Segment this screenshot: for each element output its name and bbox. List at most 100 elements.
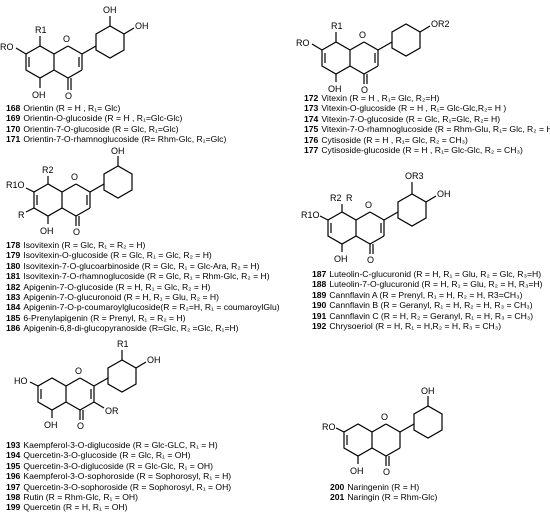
ring-c-bond bbox=[369, 211, 385, 221]
ring-c-bond bbox=[75, 207, 91, 217]
aryl-bond bbox=[377, 41, 393, 51]
ring-c-bond bbox=[61, 207, 77, 217]
label-ro: RO bbox=[322, 422, 336, 432]
label-carbonyl-oxygen: O bbox=[367, 255, 374, 265]
substituent-bond bbox=[29, 381, 39, 387]
label-ring-oxygen: O bbox=[381, 412, 388, 422]
label-oh: OH bbox=[135, 21, 149, 31]
substituent-bond bbox=[319, 215, 329, 221]
label-ho: HO bbox=[14, 376, 28, 386]
substituent-bond bbox=[15, 47, 27, 55]
label-ring-oxygen: O bbox=[365, 200, 372, 210]
ring-c-bond bbox=[385, 447, 401, 457]
ring-a bbox=[321, 41, 351, 75]
ring-c-bond bbox=[349, 41, 365, 51]
ring-c-bond bbox=[355, 211, 371, 221]
ring-c-bond bbox=[61, 183, 77, 193]
ring-c-bond bbox=[53, 45, 69, 55]
structure-kaempferol-quercetin: R1 OH HO O O OH OR bbox=[8, 336, 188, 436]
structure-vitexin: R1 RO O O OH OR2 bbox=[296, 6, 480, 96]
label-carbonyl-oxygen: O bbox=[383, 467, 390, 477]
substituent-bond bbox=[25, 207, 35, 213]
ring-c-bond bbox=[53, 69, 69, 79]
ring-a bbox=[343, 423, 373, 457]
label-r2: R2 bbox=[42, 165, 54, 175]
aryl-bond bbox=[399, 423, 415, 433]
ring-c-bond bbox=[65, 377, 81, 387]
label-oh: OH bbox=[111, 146, 125, 156]
ring-a bbox=[37, 377, 67, 411]
label-ro: RO bbox=[296, 38, 310, 48]
ring-c-bond bbox=[385, 423, 401, 433]
ring-b bbox=[107, 359, 137, 393]
ring-b bbox=[103, 165, 133, 199]
substituent-bond bbox=[335, 427, 345, 433]
label-oh: OH bbox=[350, 466, 364, 476]
substituent-bond bbox=[123, 27, 135, 35]
ring-c-bond bbox=[355, 235, 371, 245]
label-or3: OR3 bbox=[405, 171, 424, 181]
label-carbonyl-oxygen: O bbox=[73, 227, 80, 237]
label-or: OR bbox=[105, 406, 119, 416]
label-or2: OR2 bbox=[431, 19, 450, 29]
label-oh: OH bbox=[40, 226, 54, 236]
label-oh: OH bbox=[437, 189, 451, 199]
label-oh: OH bbox=[334, 254, 348, 264]
structure-naringenin: OH RO O O OH bbox=[318, 386, 488, 478]
label-carbonyl-oxygen: O bbox=[361, 85, 368, 95]
ring-c-bond bbox=[371, 447, 387, 457]
aryl-bond bbox=[383, 211, 399, 221]
ring-c-bond bbox=[349, 65, 365, 75]
label-r1o: R1O bbox=[6, 180, 25, 190]
ring-c-bond bbox=[363, 41, 379, 51]
substituent-bond bbox=[25, 187, 35, 193]
label-oh: OH bbox=[103, 5, 117, 15]
ring-c-bond bbox=[65, 401, 81, 411]
label-r2: R2 bbox=[330, 193, 342, 203]
label-r1: R1 bbox=[331, 21, 343, 31]
label-oh: OH bbox=[421, 386, 435, 396]
label-oh: OH bbox=[328, 84, 342, 94]
ring-c-bond bbox=[75, 183, 91, 193]
label-r1: R1 bbox=[35, 25, 47, 35]
substituent-bond bbox=[425, 195, 437, 203]
ring-b bbox=[95, 25, 125, 59]
ring-c-bond bbox=[67, 69, 83, 79]
label-ro: RO bbox=[0, 42, 14, 52]
label-ring-oxygen: O bbox=[359, 30, 366, 40]
label-r1o: R1O bbox=[301, 210, 320, 220]
substituent-bond bbox=[311, 43, 323, 51]
aryl-bond bbox=[81, 45, 97, 55]
ring-a bbox=[33, 183, 63, 217]
ring-c-bond bbox=[67, 45, 83, 55]
label-ring-oxygen: O bbox=[75, 366, 82, 376]
label-carbonyl-oxygen: O bbox=[77, 421, 84, 431]
